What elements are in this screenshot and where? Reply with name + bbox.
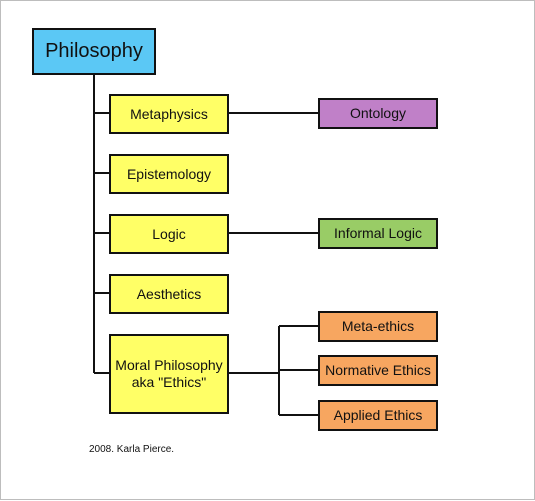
credit-text: 2008. Karla Pierce. (89, 444, 175, 455)
moral-philosophy-node[interactable]: Moral Philosophy aka "Ethics" (109, 334, 229, 414)
applied-ethics-node[interactable]: Applied Ethics (318, 400, 438, 431)
meta-ethics-node[interactable]: Meta-ethics (318, 311, 438, 342)
normative-ethics-node[interactable]: Normative Ethics (318, 355, 438, 386)
logic-node[interactable]: Logic (109, 214, 229, 254)
philosophy-node[interactable]: Philosophy (32, 28, 156, 75)
ontology-node[interactable]: Ontology (318, 98, 438, 129)
epistemology-node[interactable]: Epistemology (109, 154, 229, 194)
metaphysics-node[interactable]: Metaphysics (109, 94, 229, 134)
informal-logic-node[interactable]: Informal Logic (318, 218, 438, 249)
aesthetics-node[interactable]: Aesthetics (109, 274, 229, 314)
